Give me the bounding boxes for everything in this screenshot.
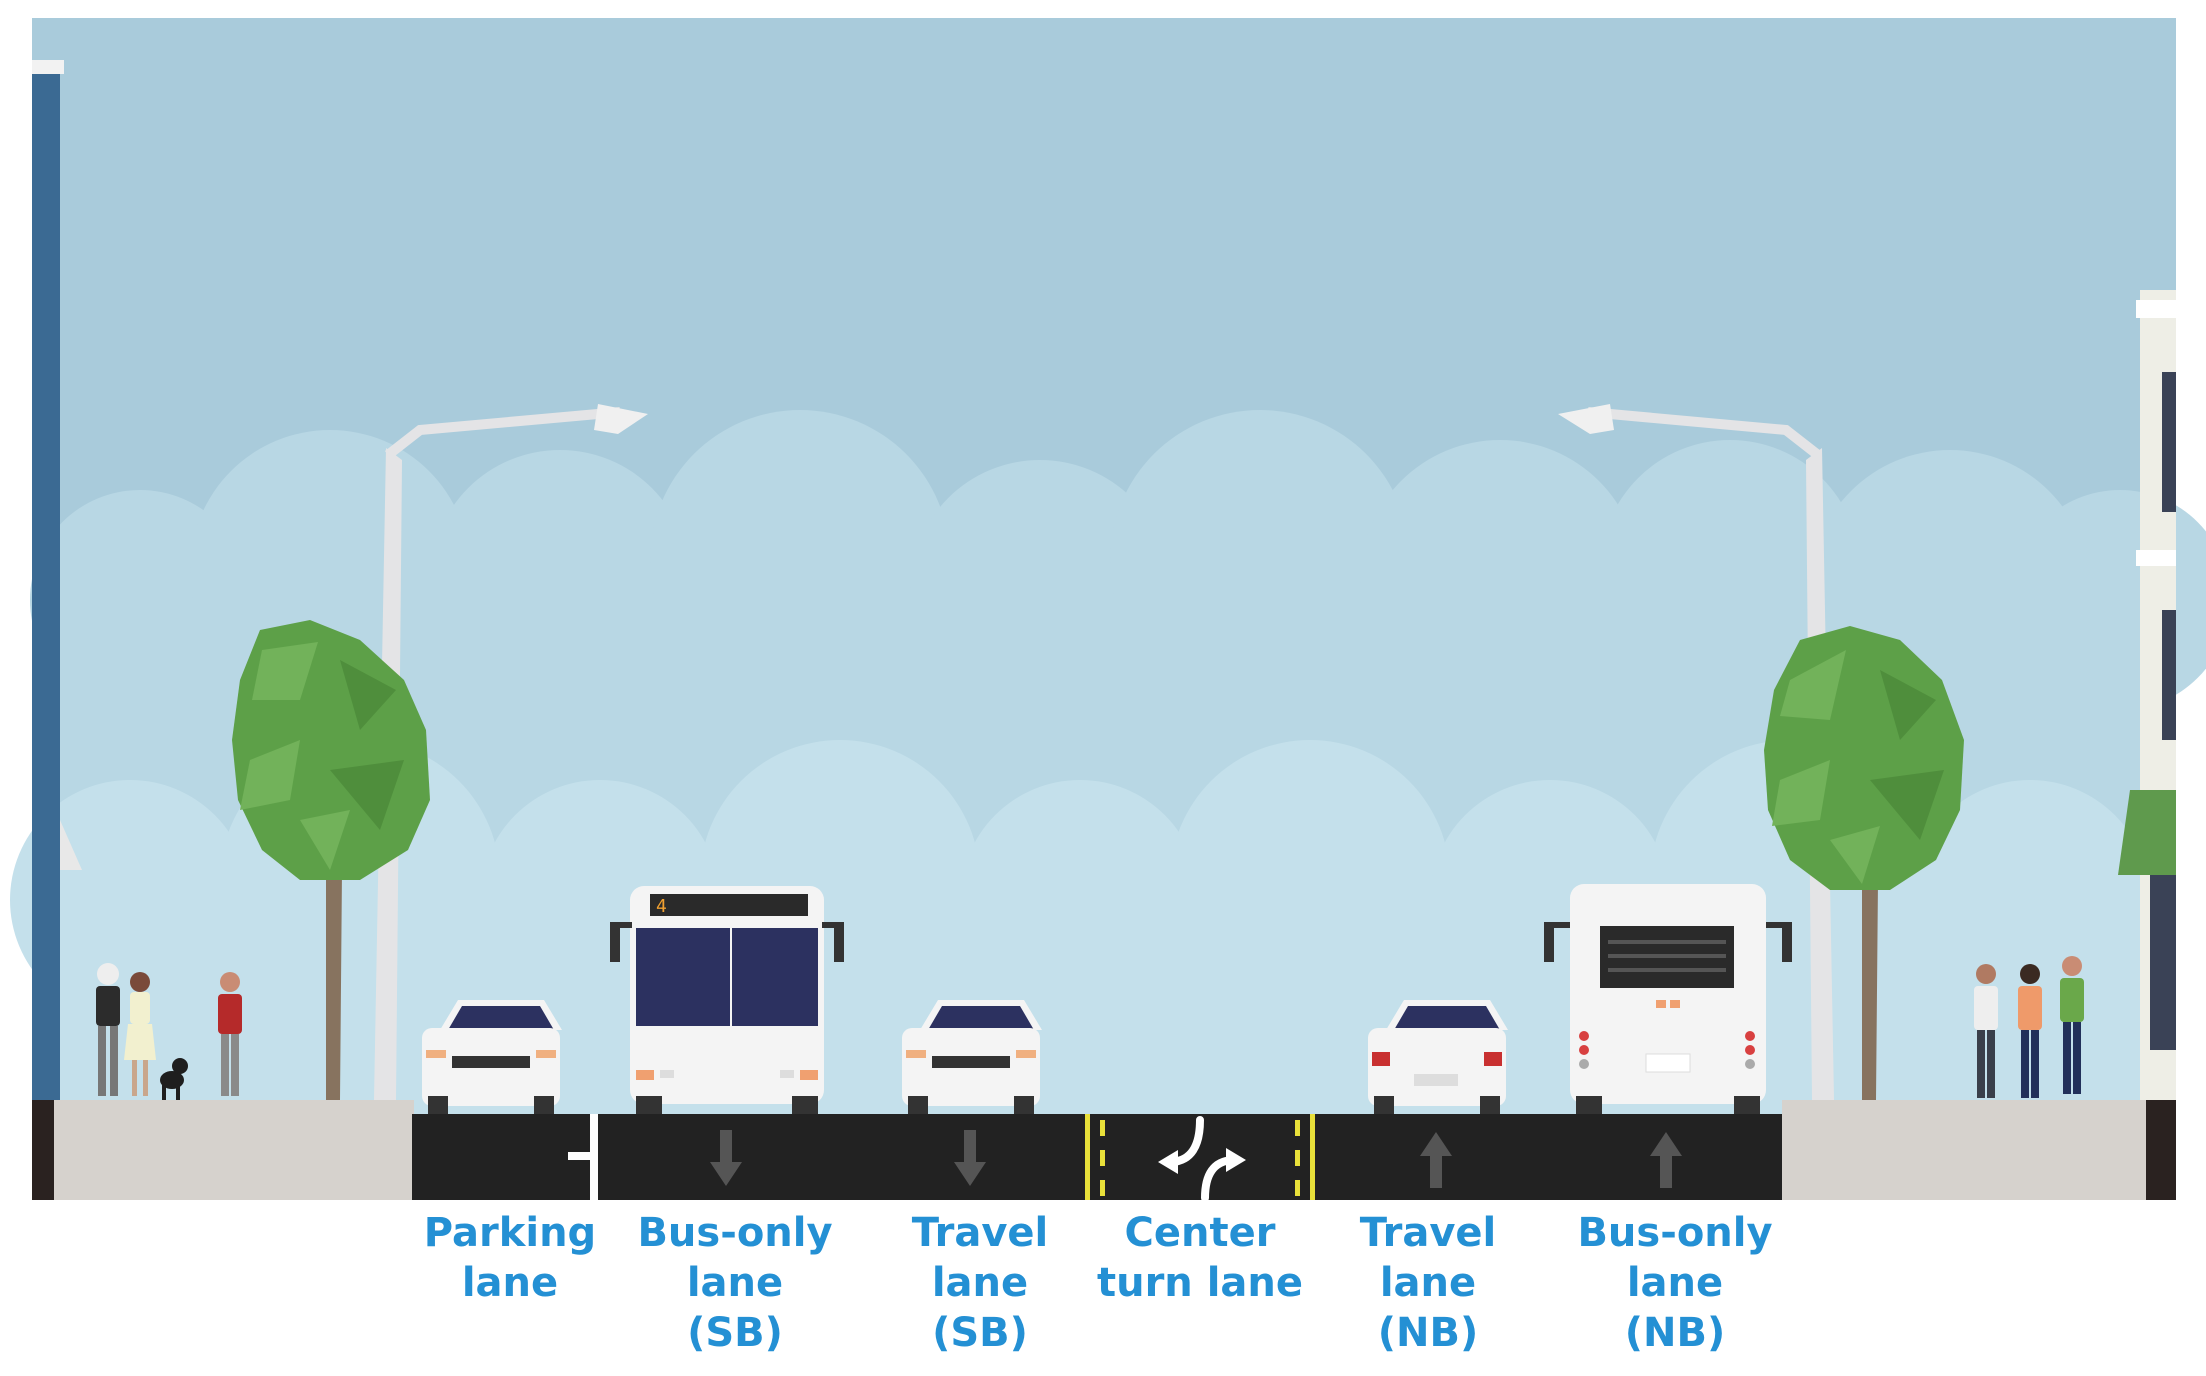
bus-sb: 4 bbox=[610, 886, 844, 1114]
sidewalk-left bbox=[54, 1100, 414, 1200]
two-way-left-turn-arrows bbox=[1158, 1116, 1246, 1202]
right-building bbox=[2118, 290, 2176, 1200]
lane-arrow-travel-sb bbox=[954, 1130, 986, 1186]
car-travel-sb bbox=[902, 1000, 1042, 1114]
lane-label-bus-sb: Bus-only lane (SB) bbox=[637, 1210, 833, 1356]
lane-arrow-bus-sb bbox=[710, 1130, 742, 1186]
lane-label-bus-nb: Bus-only lane (NB) bbox=[1577, 1210, 1773, 1356]
bus-route-sign: 4 bbox=[656, 896, 667, 917]
lane-arrow-travel-nb bbox=[1420, 1132, 1452, 1188]
lane-label-center-turn: Center turn lane bbox=[1096, 1210, 1304, 1306]
lane-label-parking: Parking lane bbox=[423, 1210, 597, 1306]
pedestrians-right bbox=[1974, 956, 2084, 1098]
car-parked-sb bbox=[422, 1000, 562, 1114]
lane-label-travel-nb: Travel lane (NB) bbox=[1359, 1210, 1497, 1356]
lane-arrow-bus-nb bbox=[1650, 1132, 1682, 1188]
left-building bbox=[32, 60, 82, 1200]
center-lane-stripes bbox=[1085, 1114, 1315, 1200]
bus-nb bbox=[1544, 884, 1792, 1114]
car-travel-nb bbox=[1368, 1000, 1508, 1114]
sidewalk-right bbox=[1782, 1100, 2146, 1200]
parking-lane-marking bbox=[568, 1114, 598, 1200]
tree-right bbox=[1764, 626, 1964, 1100]
roadway bbox=[412, 1114, 1782, 1200]
lane-label-travel-sb: Travel lane (SB) bbox=[911, 1210, 1049, 1356]
tree-left bbox=[232, 620, 430, 1100]
pedestrians-left bbox=[96, 963, 242, 1100]
